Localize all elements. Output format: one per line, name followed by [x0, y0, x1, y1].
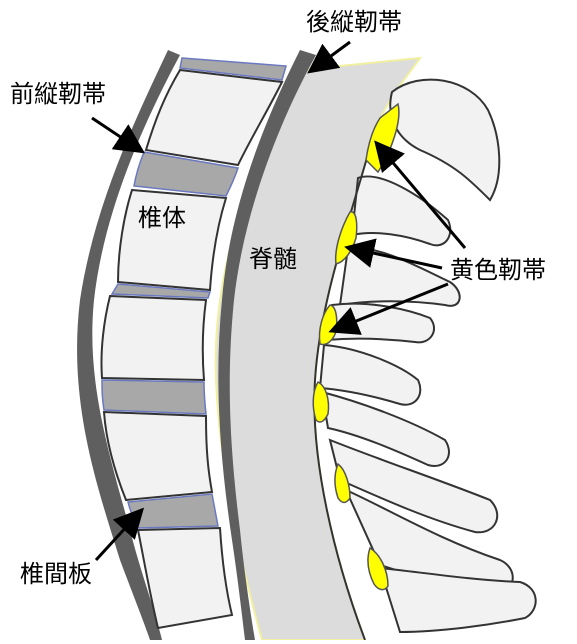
label-intervertebral-disc: 椎間板: [20, 562, 92, 586]
label-ligamentum-flavum: 黄色靭帯: [450, 258, 546, 282]
vertebra-4: [104, 412, 212, 500]
label-spinal-cord: 脊髄: [249, 247, 297, 271]
label-anterior-longitudinal-ligament: 前縦靭帯: [10, 82, 106, 106]
process-1: [390, 80, 499, 200]
label-posterior-longitudinal-ligament: 後縦靭帯: [306, 10, 402, 34]
vertebra-3: [101, 296, 206, 380]
process-3: [340, 248, 460, 306]
process-4: [326, 304, 434, 343]
disc-3: [102, 380, 206, 414]
label-vertebral-body: 椎体: [138, 206, 186, 230]
